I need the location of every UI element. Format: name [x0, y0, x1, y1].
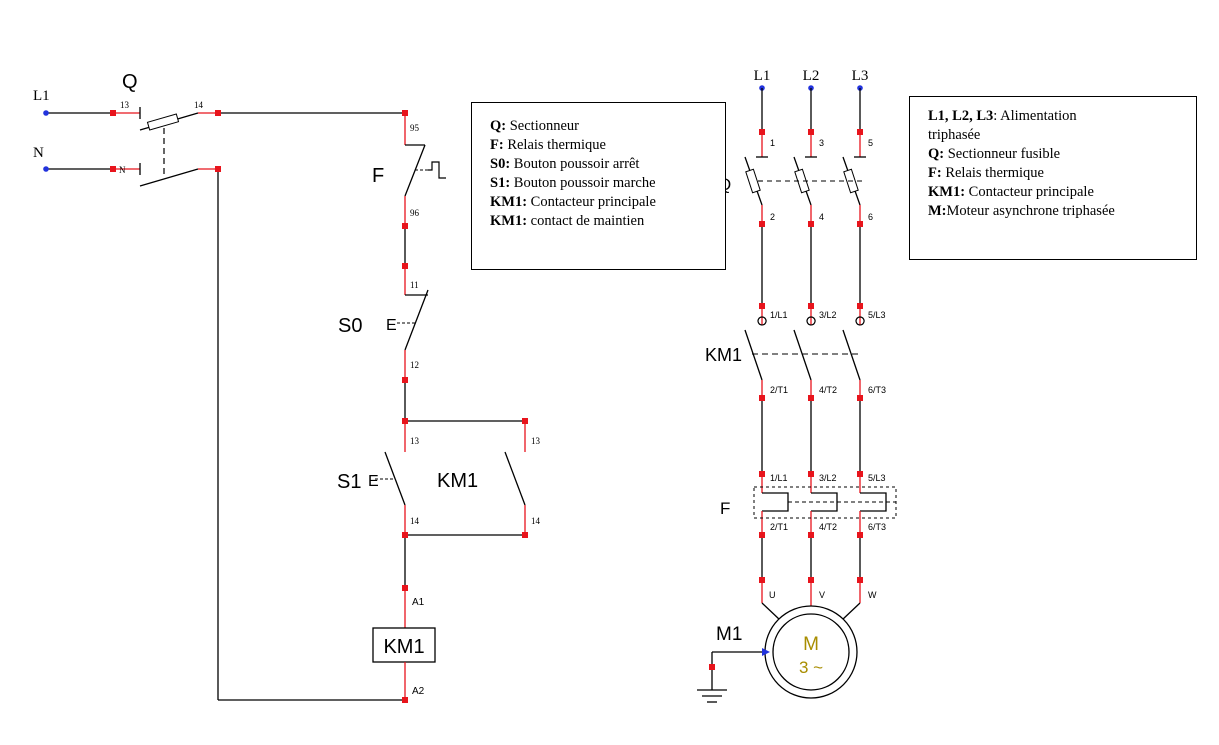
f-terminal-95: 95	[410, 123, 420, 133]
phase-column-1	[744, 85, 789, 621]
control-legend: Q: Sectionneur F: Relais thermique S0: B…	[471, 102, 726, 270]
power-km1-tag: KM1	[705, 345, 742, 365]
f-top-terminal-1: 1/L1	[770, 473, 788, 483]
supply-neutral-label: N	[33, 145, 44, 161]
coil-terminal-a2: A2	[412, 686, 425, 697]
holding-terminal-14: 14	[531, 516, 541, 526]
control-circuit: L1 N Q 13 14 N	[33, 71, 541, 703]
s0-terminal-12: 12	[410, 360, 419, 370]
f-tag: F	[372, 165, 384, 187]
s0-actuator-mark: E	[386, 317, 397, 334]
s0-tag: S0	[338, 315, 362, 337]
legend-row: F: Relais thermique	[490, 137, 606, 153]
s0-terminal-11: 11	[410, 280, 419, 290]
motor-terminal-w: W	[868, 590, 877, 600]
q-top-terminal-5: 5	[868, 138, 873, 148]
q-bottom-terminal-4: 4	[819, 212, 824, 222]
legend-row: F: Relais thermique	[928, 165, 1044, 181]
coil-tag: KM1	[383, 636, 424, 658]
l1-node	[43, 110, 49, 116]
km1-top-terminal-5: 5/L3	[868, 310, 886, 320]
legend-row: Q: Sectionneur	[490, 118, 579, 134]
q-neutral-mark: N	[119, 165, 126, 175]
motor-subtitle: 3 ~	[799, 658, 823, 677]
thermal-actuator-icon	[428, 161, 446, 179]
q-top-terminal-3: 3	[819, 138, 824, 148]
supply-phase-label: L1	[33, 88, 50, 104]
q-top-terminal-1: 1	[770, 138, 775, 148]
holding-terminal-13: 13	[531, 436, 541, 446]
power-legend: L1, L2, L3: Alimentation triphasée Q: Se…	[909, 96, 1197, 260]
disconnector-tag: Q	[122, 71, 138, 93]
q-bottom-terminal-2: 2	[770, 212, 775, 222]
q-terminal-13: 13	[120, 100, 130, 110]
phase-label-l1: L1	[754, 68, 771, 84]
km1-bottom-terminal-4: 4/T2	[819, 385, 837, 395]
legend-row: triphasée	[928, 127, 981, 143]
km1-bottom-terminal-2: 2/T1	[770, 385, 788, 395]
ground-icon	[697, 689, 727, 703]
motor-icon: M 3 ~	[764, 605, 858, 699]
f-bottom-terminal-6: 6/T3	[868, 522, 886, 532]
s1-terminal-13: 13	[410, 436, 420, 446]
motor-terminal-u: U	[769, 590, 776, 600]
f-bottom-terminal-4: 4/T2	[819, 522, 837, 532]
power-circuit: L1 L2 L3	[697, 68, 897, 703]
coil-box	[372, 627, 436, 663]
legend-row: KM1: contact de maintien	[490, 213, 645, 229]
legend-row: KM1: Contacteur principale	[928, 184, 1094, 200]
legend-row: KM1: Contacteur principale	[490, 194, 656, 210]
fuse-icon	[146, 113, 180, 131]
phase-label-l3: L3	[852, 68, 869, 84]
km1-top-terminal-3: 3/L2	[819, 310, 837, 320]
legend-row: S0: Bouton poussoir arrêt	[490, 156, 640, 172]
f-top-terminal-5: 5/L3	[868, 473, 886, 483]
motor-tag: M1	[716, 624, 742, 645]
legend-row: M:Moteur asynchrone triphasée	[928, 203, 1115, 219]
legend-row: Q: Sectionneur fusible	[928, 146, 1061, 162]
km1-top-terminal-1: 1/L1	[770, 310, 788, 320]
f-bottom-terminal-2: 2/T1	[770, 522, 788, 532]
phase-column-2	[793, 85, 838, 606]
power-f-tag: F	[720, 499, 730, 518]
n-node	[43, 166, 49, 172]
coil-terminal-a1: A1	[412, 597, 425, 608]
motor-terminal-v: V	[819, 590, 825, 600]
s1-tag: S1	[337, 471, 361, 493]
holding-contact-tag: KM1	[437, 470, 478, 492]
km1-bottom-terminal-6: 6/T3	[868, 385, 886, 395]
q-bottom-terminal-6: 6	[868, 212, 873, 222]
motor-symbol: M	[803, 634, 819, 655]
phase-label-l2: L2	[803, 68, 820, 84]
q-terminal-14: 14	[194, 100, 204, 110]
s1-actuator-mark: E	[368, 473, 379, 490]
s1-terminal-14: 14	[410, 516, 420, 526]
phase-column-3	[841, 85, 887, 621]
f-terminal-96: 96	[410, 208, 420, 218]
f-top-terminal-3: 3/L2	[819, 473, 837, 483]
legend-row: S1: Bouton poussoir marche	[490, 175, 656, 191]
legend-row: L1, L2, L3: Alimentation	[928, 108, 1077, 124]
